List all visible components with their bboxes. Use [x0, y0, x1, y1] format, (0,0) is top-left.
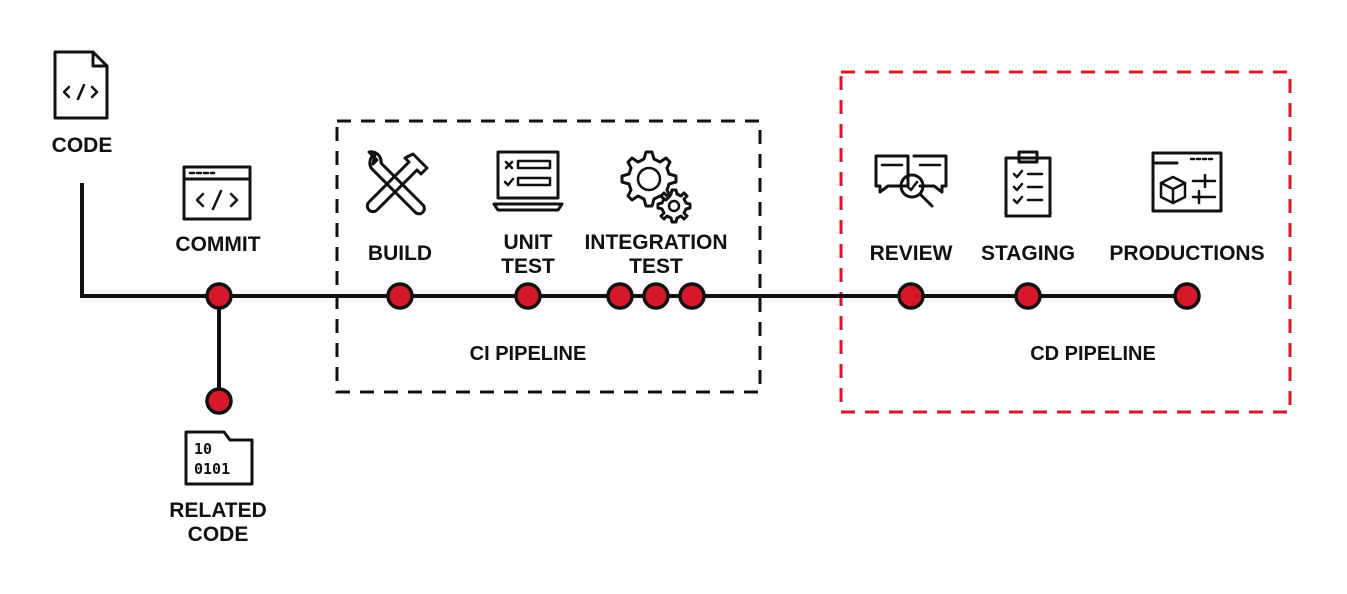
- staging-label: STAGING: [980, 242, 1076, 265]
- review-label: REVIEW: [869, 242, 953, 265]
- integration-test-node-dot-1: [606, 282, 634, 310]
- review-search-icon: [874, 154, 948, 208]
- related-code-label-line2: CODE: [187, 523, 249, 546]
- package-window-icon: [1151, 151, 1223, 213]
- build-label: BUILD: [367, 242, 433, 265]
- staging-node-dot: [1014, 282, 1042, 310]
- commit-label: COMMIT: [175, 233, 261, 256]
- productions-label: PRODUCTIONS: [1109, 242, 1265, 265]
- related-code-label-line1: RELATED: [169, 499, 267, 522]
- unit-test-label: UNIT TEST: [501, 231, 555, 279]
- review-node-dot: [897, 282, 925, 310]
- ci-pipeline-box: [335, 119, 762, 394]
- integration-test-node-dot-3: [678, 282, 706, 310]
- ci-pipeline-label: CI PIPELINE: [469, 343, 587, 365]
- unit-test-node-dot: [514, 282, 542, 310]
- build-node-dot: [386, 282, 414, 310]
- commit-node-dot: [205, 282, 233, 310]
- related-code-label: RELATED CODE: [169, 499, 267, 547]
- integration-test-label: INTEGRATION TEST: [584, 231, 727, 279]
- gears-icon: [620, 150, 692, 224]
- code-connector-line: [80, 183, 1187, 298]
- integration-test-label-line1: INTEGRATION: [584, 231, 728, 254]
- svg-text:10: 10: [194, 440, 212, 458]
- code-file-icon: [53, 50, 109, 120]
- tools-icon: [365, 150, 429, 216]
- related-code-node-dot: [205, 387, 233, 415]
- binary-folder-icon: 10 0101: [184, 430, 254, 486]
- code-window-icon: [182, 165, 252, 221]
- integration-test-node-dot-2: [642, 282, 670, 310]
- svg-text:0101: 0101: [194, 460, 230, 478]
- productions-node-dot: [1173, 282, 1201, 310]
- integration-test-label-line2: TEST: [629, 255, 683, 278]
- test-laptop-icon: [492, 150, 564, 212]
- unit-test-label-line1: UNIT: [503, 231, 553, 254]
- cd-pipeline-box: [839, 70, 1292, 414]
- code-label: CODE: [51, 134, 113, 157]
- unit-test-label-line2: TEST: [501, 255, 555, 278]
- cd-pipeline-label: CD PIPELINE: [1030, 343, 1156, 365]
- checklist-clipboard-icon: [1004, 150, 1052, 218]
